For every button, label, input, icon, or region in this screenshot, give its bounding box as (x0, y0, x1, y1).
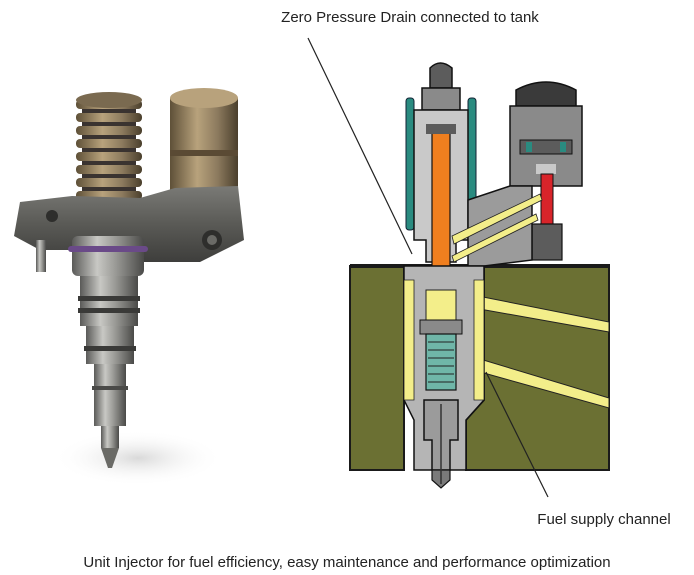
injector-bracket (14, 186, 244, 262)
nozzle-spring-chamber (425, 333, 457, 391)
spring-coil (76, 92, 142, 210)
engine-block (349, 265, 405, 471)
drain-label: Zero Pressure Drain connected to tank (281, 9, 539, 26)
injector-photo (14, 88, 244, 486)
supply-leader-line (485, 371, 549, 498)
drain-leader-line (307, 37, 413, 255)
solenoid-valve (509, 81, 583, 261)
high-pressure-line (451, 193, 543, 245)
supply-label: Fuel supply channel (537, 511, 670, 528)
injector-body (68, 236, 148, 468)
injector-cross-section (349, 62, 610, 489)
solenoid-cylinder (170, 88, 238, 193)
figure-caption: Unit Injector for fuel efficiency, easy … (83, 554, 610, 571)
valve-needle (540, 173, 554, 225)
